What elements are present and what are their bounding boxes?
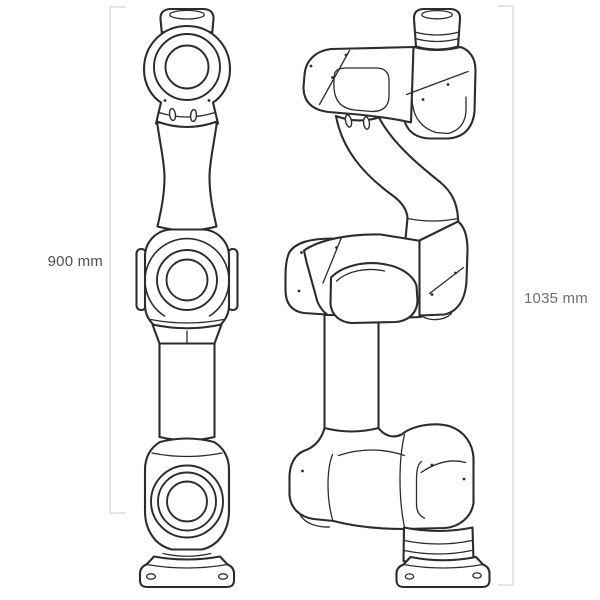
dimension-label-right: 1035 mm: [524, 290, 588, 307]
bolt-slot: [145, 573, 157, 580]
vent-slot: [362, 116, 371, 130]
bolt-slot: [472, 572, 482, 579]
forearm-horizontal-side: [302, 45, 415, 124]
robot-folded-side-view: [284, 7, 491, 589]
vent-slot: [189, 108, 198, 123]
tool-flange-side: [412, 7, 462, 51]
wrist-joint-front: [142, 24, 232, 131]
base-joint-front: [143, 437, 231, 551]
wrist-detail-side: [405, 70, 469, 135]
mounting-base-front: [138, 552, 236, 589]
upper-arm-front: [155, 107, 219, 232]
dimension-bracket-right: [498, 5, 514, 586]
base-joint-side: [288, 423, 475, 531]
bolt-slot: [404, 573, 415, 580]
bolt-slot: [217, 573, 229, 580]
mounting-base-side: [395, 526, 491, 589]
lower-arm-column-side: [323, 313, 380, 436]
dimension-label-left: 900 mm: [47, 253, 103, 270]
lower-arm-column-front: [158, 342, 216, 442]
elbow-joint-front: [135, 228, 239, 345]
dimension-bracket-left: [109, 6, 125, 514]
vent-slot: [344, 114, 353, 128]
vent-slot: [168, 107, 177, 122]
robot-extended-front-view: [135, 7, 239, 589]
column-collar-side: [329, 262, 419, 325]
